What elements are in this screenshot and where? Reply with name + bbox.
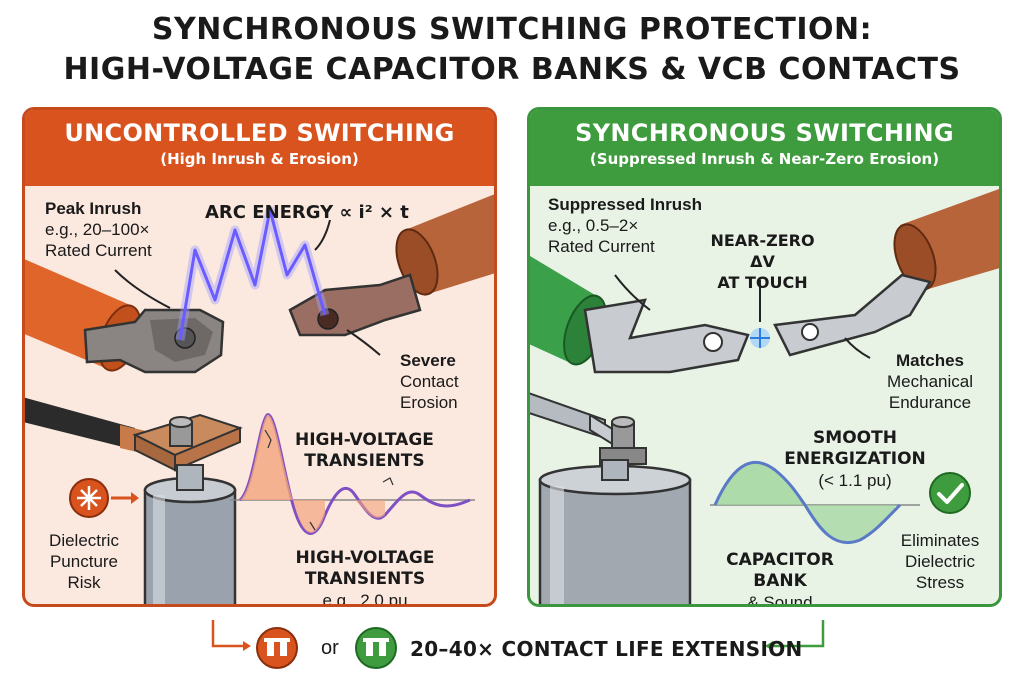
eroded-contact-right-icon <box>288 273 422 337</box>
smooth-waveform <box>710 460 920 545</box>
capacitor-bank-icon <box>538 459 692 604</box>
peak-inrush-label: Peak Inrush e.g., 20–100× Rated Current <box>45 199 152 260</box>
clean-contact-right-icon <box>773 273 932 357</box>
brown-cable-icon <box>893 189 999 291</box>
transients-bottom-label: HIGH-VOLTAGE TRANSIENTS e.g., 2.0 pu <box>295 548 435 607</box>
capacitor-bank-label: CAPACITOR BANK & Sound <box>726 550 834 607</box>
copper-terminal-icon <box>132 413 243 472</box>
synchronous-switching-panel: SYNCHRONOUS SWITCHING (Suppressed Inrush… <box>527 107 1002 607</box>
transient-waveform <box>230 413 475 535</box>
synchronous-panel-header: SYNCHRONOUS SWITCHING (Suppressed Inrush… <box>530 110 999 186</box>
erosion-pointer <box>346 329 381 356</box>
dielectric-puncture-label: Dielectric Puncture Risk <box>49 531 119 592</box>
arc-lightning-icon <box>175 205 330 341</box>
check-icon <box>929 472 971 514</box>
life-extension-text: 20–40× CONTACT LIFE EXTENSION <box>410 637 803 661</box>
smooth-energization-label: SMOOTH ENERGIZATION (< 1.1 pu) <box>784 428 926 490</box>
busbar-icon <box>530 392 647 465</box>
suppressed-pointer <box>614 274 651 311</box>
uncontrolled-panel-header: UNCONTROLLED SWITCHING (High Inrush & Er… <box>25 110 494 186</box>
eliminates-stress-label: Eliminates Dielectric Stress <box>900 531 980 592</box>
bottom-connector <box>211 620 825 669</box>
uncontrolled-switching-panel: UNCONTROLLED SWITCHING (High Inrush & Er… <box>22 107 497 607</box>
synchronous-illustration <box>530 189 999 604</box>
suppressed-inrush-label: Suppressed Inrush e.g., 0.5–2× Rated Cur… <box>548 195 702 256</box>
page-title: SYNCHRONOUS SWITCHING PROTECTION: HIGH-V… <box>0 10 1024 90</box>
near-zero-label: NEAR-ZERO ΔV AT TOUCH <box>710 231 815 292</box>
arc-energy-label: ARC ENERGY ∝ i² × t <box>205 202 409 223</box>
matches-endurance-label: Matches Mechanical Endurance <box>887 351 973 412</box>
dielectric-puncture-icon <box>69 478 139 518</box>
synchronous-title: SYNCHRONOUS SWITCHING <box>575 119 954 147</box>
arc-energy-pointer <box>314 219 331 251</box>
peak-inrush-pointer <box>114 269 171 309</box>
uncontrolled-illustration <box>25 194 494 604</box>
severe-erosion-label: Severe Contact Erosion <box>400 351 459 412</box>
title-line-1: SYNCHRONOUS SWITCHING PROTECTION: <box>151 12 873 47</box>
synchronous-subtitle: (Suppressed Inrush & Near-Zero Erosion) <box>589 150 940 168</box>
clean-contact-left-icon <box>583 298 750 374</box>
uncontrolled-subtitle: (High Inrush & Erosion) <box>160 150 359 168</box>
or-text: or <box>321 637 339 659</box>
title-line-2: HIGH-VOLTAGE CAPACITOR BANKS & VCB CONTA… <box>63 52 961 87</box>
contact-spark-icon <box>750 328 770 348</box>
worn-contacts-icon <box>256 627 298 669</box>
capacitor-body-icon <box>143 464 237 604</box>
uncontrolled-title: UNCONTROLLED SWITCHING <box>64 119 455 147</box>
protected-contacts-icon <box>355 627 397 669</box>
matches-pointer <box>844 337 871 359</box>
transients-title-label: HIGH-VOLTAGE TRANSIENTS <box>295 430 434 471</box>
